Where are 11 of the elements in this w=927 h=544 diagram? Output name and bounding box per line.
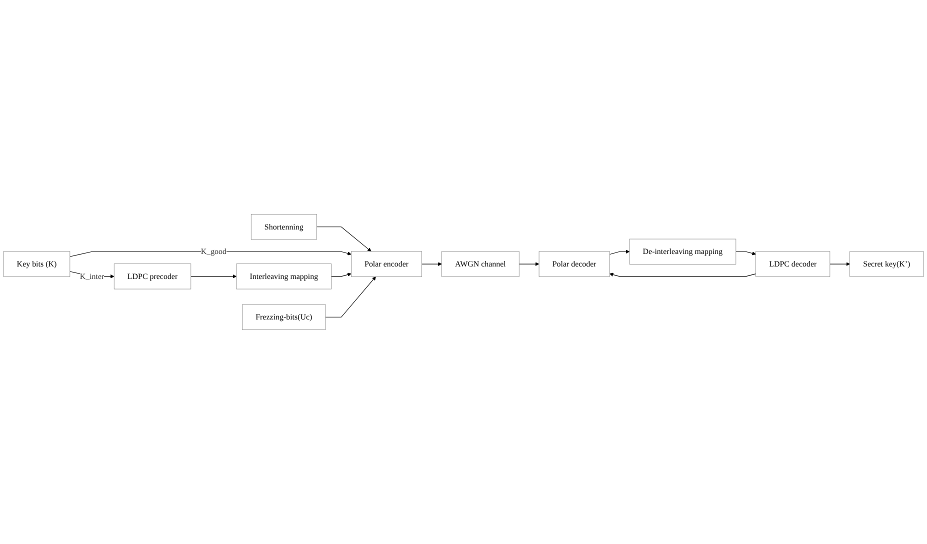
arrow [70,251,352,257]
arrow [422,262,442,266]
arrow [609,250,630,255]
arrow [736,251,756,256]
arrow [316,226,372,252]
arrow [331,272,352,277]
arrow [325,276,376,318]
arrow [609,272,756,277]
arrow [190,274,237,278]
arrow [830,262,850,266]
arrow [518,262,540,266]
